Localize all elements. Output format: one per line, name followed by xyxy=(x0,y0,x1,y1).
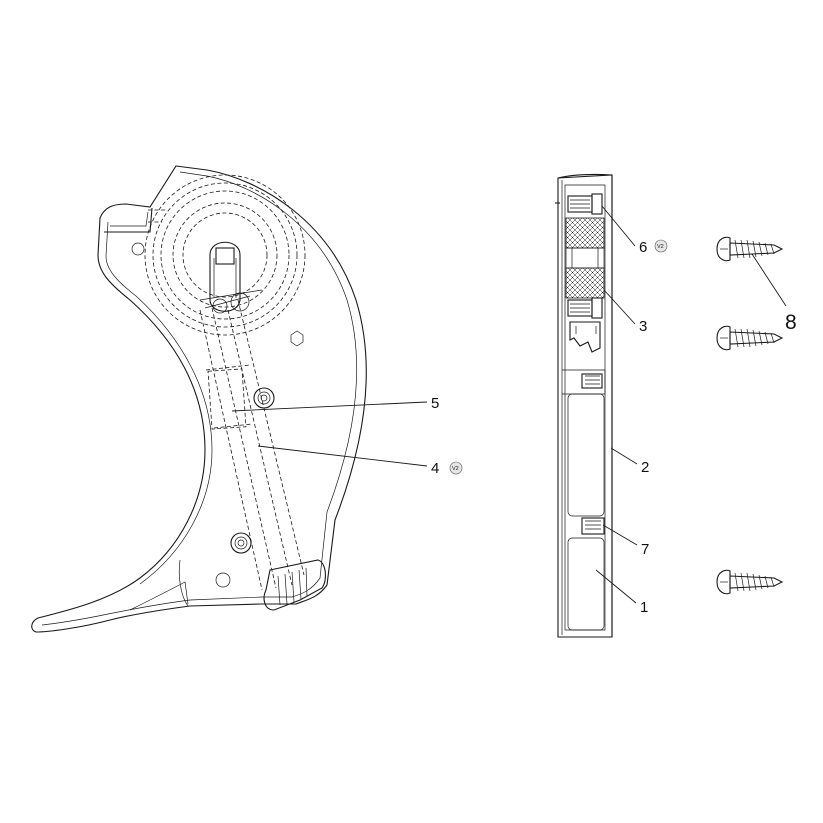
sectional-housing xyxy=(555,173,613,638)
leader-1 xyxy=(595,569,637,604)
callout-1: 1 xyxy=(640,599,648,616)
callout-4-badge: V2 xyxy=(452,466,459,472)
hidden-shaft xyxy=(199,299,305,591)
v2-badge-6 xyxy=(654,239,668,253)
leader-6 xyxy=(601,205,636,247)
callout-3: 3 xyxy=(639,318,647,335)
screw-upper xyxy=(716,236,784,262)
leader-3 xyxy=(603,289,636,325)
callout-6-badge: V2 xyxy=(657,244,664,250)
v2-badge-4 xyxy=(449,461,463,475)
leader-5 xyxy=(231,401,428,412)
callout-6: 6 xyxy=(639,239,647,256)
leader-4 xyxy=(257,445,428,467)
screw-lower xyxy=(716,569,784,595)
hidden-drum xyxy=(144,174,306,336)
screw-middle xyxy=(716,325,784,351)
callout-7: 7 xyxy=(641,541,649,558)
knurled-pin xyxy=(263,559,327,611)
callout-4: 4 xyxy=(431,460,439,477)
leader-2 xyxy=(610,447,638,465)
bolt-lower xyxy=(230,532,252,554)
callout-8: 8 xyxy=(785,311,797,334)
bolt-upper xyxy=(253,387,275,409)
callout-5: 5 xyxy=(431,395,439,412)
leader-7 xyxy=(602,524,638,546)
callout-2: 2 xyxy=(641,459,649,476)
crescent-housing xyxy=(31,165,367,633)
leader-8 xyxy=(751,253,787,307)
